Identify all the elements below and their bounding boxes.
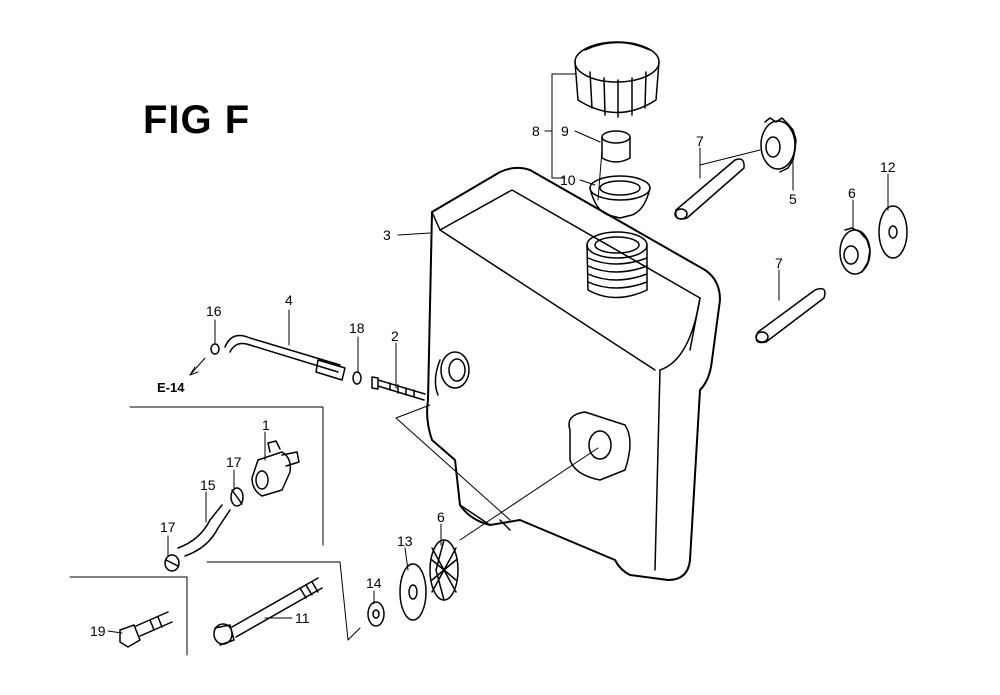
callout-6-upper: 6 bbox=[848, 185, 856, 201]
callout-11: 11 bbox=[295, 610, 310, 626]
collar-lower bbox=[756, 289, 825, 343]
fuel-tank bbox=[427, 168, 720, 580]
washer-14 bbox=[368, 602, 384, 626]
bolt-11 bbox=[214, 578, 322, 645]
cap-filter bbox=[602, 131, 630, 162]
callout-17-upper: 17 bbox=[226, 454, 242, 470]
cushion-6-lower bbox=[430, 540, 458, 600]
callout-9: 9 bbox=[561, 123, 569, 139]
cushion-6-upper bbox=[840, 228, 870, 274]
tube-clip-16 bbox=[211, 344, 219, 354]
callout-2: 2 bbox=[391, 328, 399, 344]
callout-6-lower: 6 bbox=[437, 509, 445, 525]
callout-17-lower: 17 bbox=[160, 519, 176, 535]
clamp-17-upper bbox=[231, 488, 243, 506]
callout-8: 8 bbox=[532, 123, 540, 139]
tube-15 bbox=[178, 505, 230, 556]
callout-3: 3 bbox=[383, 227, 391, 243]
callout-7-upper: 7 bbox=[696, 133, 704, 149]
callout-1: 1 bbox=[262, 417, 270, 433]
callout-7-lower: 7 bbox=[775, 255, 783, 271]
fuel-cock bbox=[252, 441, 299, 496]
bolt-2 bbox=[372, 377, 425, 400]
callout-12: 12 bbox=[880, 159, 896, 175]
clamp-17-lower bbox=[165, 555, 179, 571]
callout-14: 14 bbox=[366, 575, 382, 591]
callout-18: 18 bbox=[349, 320, 365, 336]
callout-10: 10 bbox=[560, 172, 576, 188]
callout-16: 16 bbox=[206, 303, 222, 319]
washer-12 bbox=[879, 206, 907, 258]
callout-5: 5 bbox=[789, 191, 797, 207]
fuel-cap bbox=[575, 42, 659, 117]
fuel-strainer bbox=[590, 176, 650, 218]
tube-clip-18 bbox=[353, 372, 361, 384]
leader-lines bbox=[70, 74, 888, 655]
bolt-19 bbox=[120, 612, 172, 647]
reference-e14: E-14 bbox=[157, 380, 185, 395]
callout-13: 13 bbox=[397, 533, 413, 549]
washer-13 bbox=[400, 564, 426, 620]
fuel-tube bbox=[225, 335, 345, 380]
collar-upper bbox=[675, 159, 744, 219]
callout-4: 4 bbox=[285, 292, 293, 308]
callout-15: 15 bbox=[200, 477, 216, 493]
callout-19: 19 bbox=[90, 623, 106, 639]
callout-labels: 1 2 3 4 5 6 6 7 7 8 9 10 11 12 13 14 15 … bbox=[90, 123, 896, 639]
figure-title: FIG F bbox=[143, 98, 251, 142]
cushion-5 bbox=[761, 118, 796, 172]
